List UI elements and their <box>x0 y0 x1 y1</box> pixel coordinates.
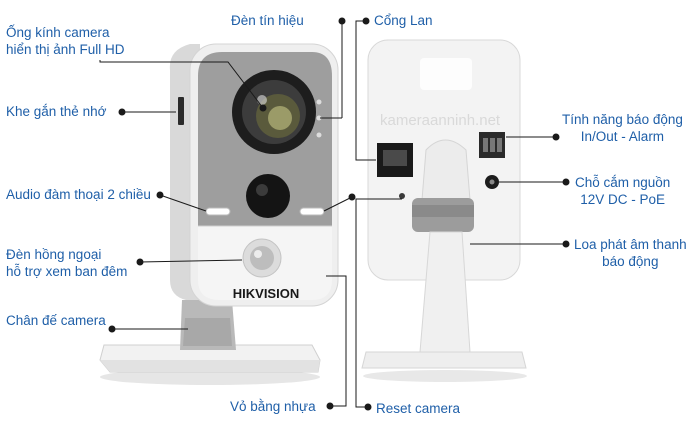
back-camera: kameraanninh.net <box>361 39 527 382</box>
watermark-text: kameraanninh.net <box>380 112 501 129</box>
label-stand: Chân đế camera <box>6 313 106 328</box>
label-alarm: Tính năng báo động In/Out - Alarm <box>562 112 683 144</box>
label-audio: Audio đàm thoại 2 chiều <box>6 187 151 202</box>
label-lan-port: Cổng Lan <box>374 13 433 28</box>
label-housing: Vỏ bằng nhựa <box>230 399 316 414</box>
brand-logo-text: HIKVISION <box>233 286 299 301</box>
label-lens: Ống kính camera hiển thị ảnh Full HD <box>6 25 125 57</box>
pir-sensor-icon <box>246 174 290 218</box>
memory-slot-icon <box>178 97 184 125</box>
label-ir-light: Đèn hồng ngoại hỗ trợ xem ban đêm <box>6 247 128 279</box>
label-signal-led: Đèn tín hiệu <box>231 13 304 28</box>
front-camera <box>99 43 339 385</box>
label-power: Chỗ cắm nguồn 12V DC - PoE <box>575 175 671 207</box>
reset-button-icon <box>399 193 405 199</box>
label-memory-slot: Khe gắn thẻ nhớ <box>6 104 107 119</box>
leader-lines <box>99 17 570 411</box>
label-speaker: Loa phát âm thanh báo động <box>574 237 687 269</box>
label-reset: Reset camera <box>376 401 461 416</box>
led-icon <box>316 99 322 105</box>
